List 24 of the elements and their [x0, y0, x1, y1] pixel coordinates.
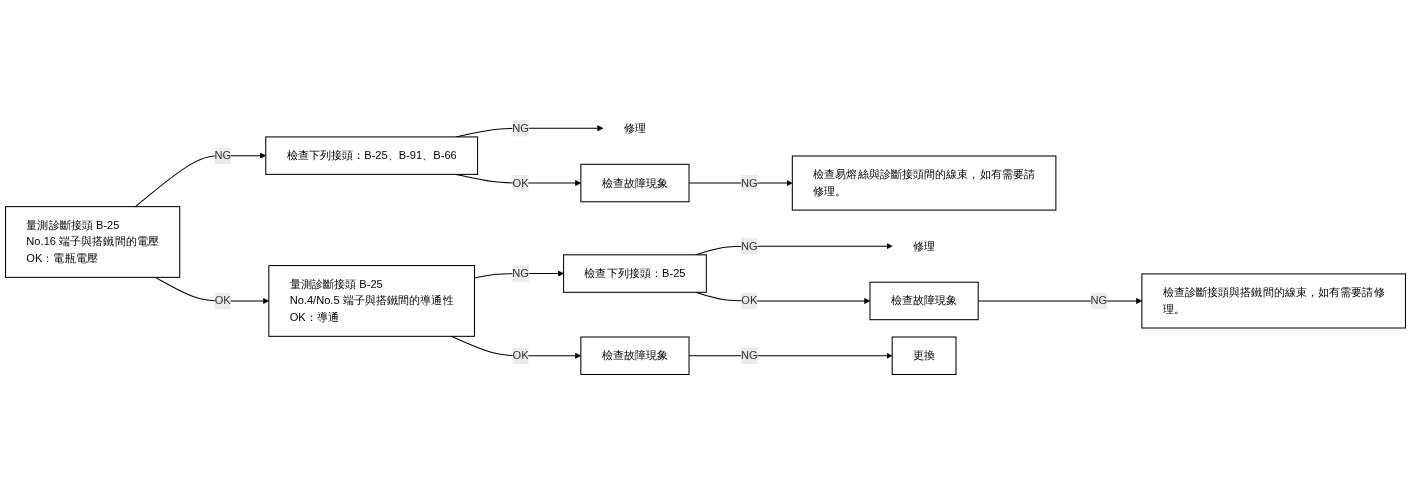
edge-label: NG: [740, 239, 758, 252]
node-text: 修理: [913, 239, 936, 252]
node-box: 量測診斷接頭 B-25 No.4/No.5 端子與搭鐵間的導通性 OK：導通: [268, 265, 475, 337]
edge-label: NG: [740, 176, 758, 189]
edge-label: OK: [741, 294, 758, 307]
edge-label: NG: [740, 349, 758, 362]
node-box: 檢查易熔絲與診斷接頭間的線束，如有需要請修理。: [791, 155, 1057, 211]
node-box: 檢查診斷接頭與搭鐵間的線束，如有需要請修理。: [1141, 273, 1406, 329]
edge-label: NG: [214, 149, 232, 162]
node-box: 檢查故障現象: [580, 163, 690, 203]
edge-label: OK: [512, 176, 529, 189]
edge-label: NG: [1090, 294, 1108, 307]
node-box: 檢查故障現象: [869, 281, 979, 321]
node-box: 更換: [891, 336, 957, 375]
node-box: 檢查下列接頭：B-25: [563, 254, 707, 293]
edge-label: OK: [214, 294, 231, 307]
arrow: [134, 152, 266, 208]
node-box: 量測診斷接頭 B-25 No.16 端子與搭鐵間的電壓 OK：電瓶電壓: [5, 206, 181, 278]
node-text: 修理: [623, 122, 647, 134]
node-box: 檢查下列接頭：B-25、B-91、B-66: [265, 136, 479, 175]
edge-label: NG: [512, 122, 529, 134]
edge-label: NG: [512, 267, 529, 280]
edge-label: OK: [512, 349, 529, 362]
node-box: 檢查故障現象: [580, 336, 690, 375]
